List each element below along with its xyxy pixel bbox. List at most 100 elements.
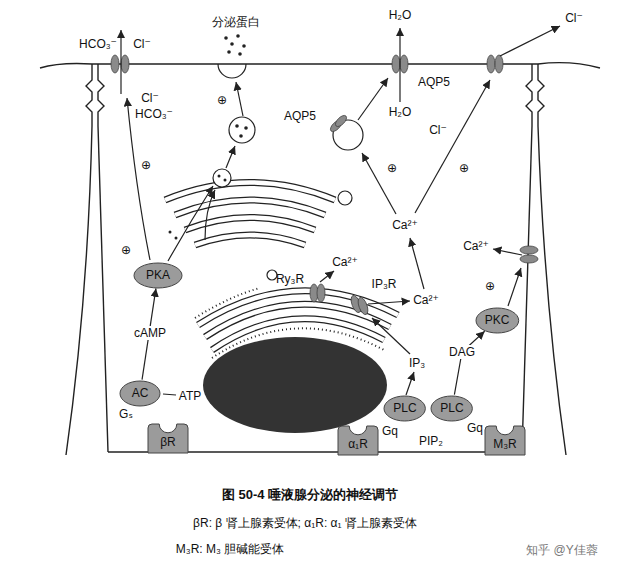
kinase-ellipse: PKC [475,307,520,334]
cl-channel [495,55,503,73]
ellipse-outline [431,396,472,421]
anion-channel [121,55,129,73]
tight-junction [526,64,532,126]
ca-influx-arrow [493,249,522,255]
transport-arrow [226,146,235,168]
receptor-symbol: M₃R [483,424,527,456]
activation-arrow [508,268,521,306]
ion-name: HCO₃⁻ [135,107,173,121]
activation-arrow [127,98,150,260]
ion-name: Ca²⁺ [332,255,358,269]
ion-flow-arrow [120,30,121,94]
lateral-membrane [98,126,108,452]
receptor-symbol: βR [146,422,190,454]
transport-arrow [358,78,388,120]
abbreviation-note: M₃R: M₃ 胆碱能受体 [176,542,284,556]
activation-sign: ⊕ [387,161,397,175]
ion-flow-arrow [500,26,560,56]
activation-arrow [415,80,490,213]
node-text: AC [119,386,161,401]
protein-dots [169,34,248,239]
enzyme-ellipse: AC [119,380,161,407]
figure-caption: 图 50-4 唾液腺分泌的神经调节 [222,488,398,502]
transport-arrow [205,190,215,240]
small-vesicle [267,270,277,280]
tight-junction [98,64,104,126]
node-text: PKA [133,268,183,283]
activation-sign: ⊕ [485,279,495,293]
golgi-cisterna [185,218,315,231]
lateral-membrane [66,126,92,455]
molecule-name: H₂O [389,105,412,119]
enzyme-ellipse: PLC [383,395,426,422]
small-vesicle [338,191,352,205]
watermark: 知乎 @Y佳蓉 [526,543,598,557]
substrate-line [163,394,176,395]
ion-name: Ca²⁺ [463,239,489,253]
water-flow-arrow [399,28,400,102]
tight-junction [86,64,92,126]
exocytosis-vesicle [218,64,246,78]
ip3-receptor [356,296,370,316]
cl-channel [487,55,495,73]
ion-name: HCO₃⁻ [79,37,117,51]
golgi-cisterna [185,218,315,231]
abbreviation-note: βR: β 肾上腺素受体; α₁R: α₁ 肾上腺素受体 [193,516,417,530]
golgi-cisterna [195,235,305,245]
node-text: M₃R [483,437,527,452]
substrate-name: PIP₂ [419,434,443,448]
anion-channel [111,55,119,73]
secretory-vesicle [229,117,255,143]
molecule-name: H₂O [389,8,412,22]
signal-arrow [454,331,484,394]
node-text: PLC [383,401,426,416]
channel-name: IP₃R [372,277,397,291]
receptor-symbol: α₁R [336,424,380,456]
kinase-ellipse: PKA [133,262,183,289]
messenger-name: DAG [447,345,477,359]
golgi-cisterna [175,200,325,215]
aqp5-channel [400,55,408,73]
activation-sign: ⊕ [141,158,151,172]
g-protein-name: Gq [382,424,398,438]
node-text: PKC [475,313,520,328]
ribosome-dots [195,288,260,318]
enzyme-ellipse: PLC [430,395,473,422]
signal-arrow [372,318,410,354]
secretory-vesicle [213,169,231,187]
ca-influx-channel [520,255,538,263]
node-text: α₁R [336,437,380,452]
ca-release-arrow [410,238,424,289]
activation-sign: ⊕ [459,161,469,175]
lateral-membrane [538,126,566,455]
ion-name: Cl⁻ [429,123,447,137]
channel-name: Ry₃R [276,272,304,286]
golgi-cisterna [195,235,305,245]
ion-name: Cl⁻ [141,91,159,105]
ion-name: Cl⁻ [565,11,583,25]
g-protein-name: Gₛ [119,407,133,421]
activation-sign: ⊕ [121,243,131,257]
node-text: PLC [430,401,473,416]
product-name: 分泌蛋白 [212,15,260,29]
node-text: βR [146,435,190,450]
channel-name: AQP5 [418,75,450,89]
transport-arrow [236,82,243,116]
ca-release-arrow [368,301,410,304]
aqp5-channel [392,55,400,73]
ellipse-outline [134,263,182,288]
tight-junction [538,64,544,126]
nucleus [203,337,387,433]
aqp5-channel [334,114,349,129]
ion-name: Ca²⁺ [413,293,439,307]
ion-name: Cl⁻ [133,37,151,51]
channel-name: AQP5 [284,109,316,123]
activation-sign: ⊕ [217,93,227,107]
ellipse-outline [476,308,519,333]
ca-influx-channel [520,246,538,254]
messenger-name: cAMP [132,326,168,340]
signal-arrow [406,372,414,395]
lateral-membrane [522,126,532,452]
messenger-name: IP₃ [409,356,425,370]
